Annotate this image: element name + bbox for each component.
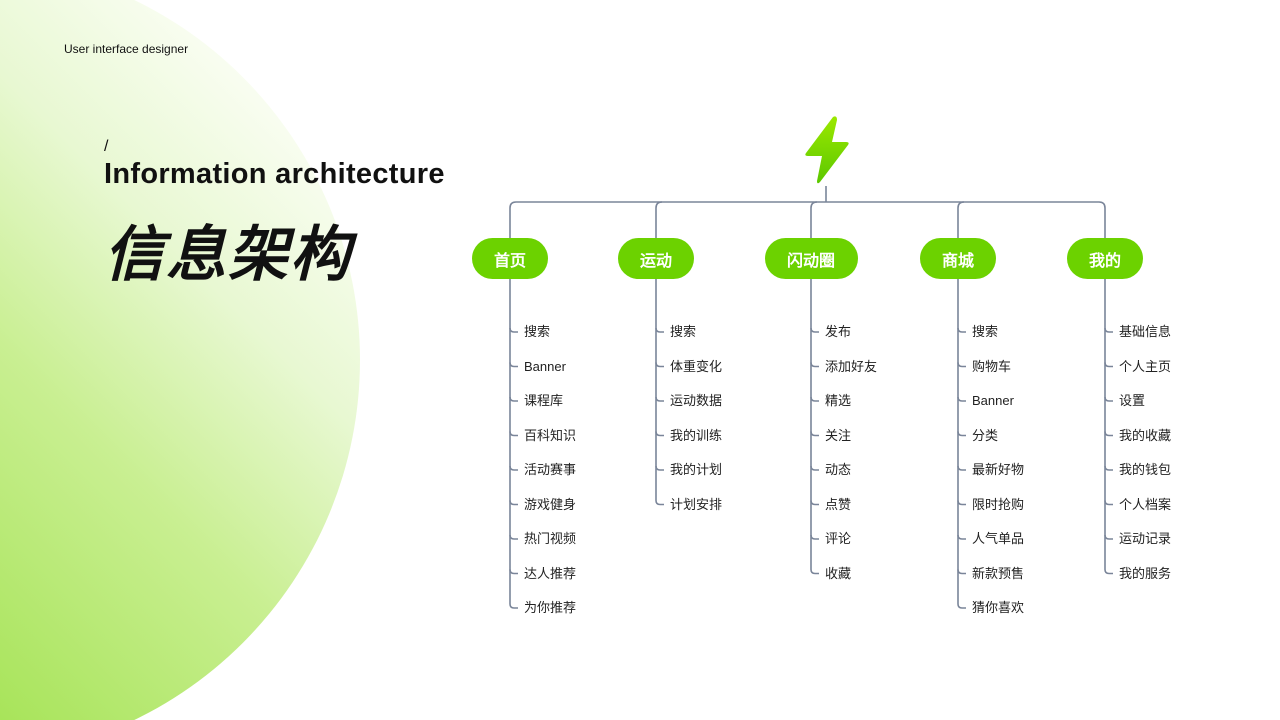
- list-item: 个人主页: [1119, 358, 1172, 374]
- item-tick: [957, 534, 966, 540]
- list-item: 发布: [825, 324, 852, 339]
- list-item: 购物车: [972, 358, 1012, 374]
- list-item: 新款预售: [972, 565, 1025, 581]
- column-stem: [509, 279, 518, 609]
- list-item: 收藏: [825, 565, 852, 581]
- list-item: 为你推荐: [524, 600, 577, 615]
- list-item: 分类: [972, 427, 999, 443]
- list-item: 设置: [1119, 393, 1146, 408]
- column-stem: [655, 279, 664, 506]
- list-item: 点赞: [825, 496, 852, 512]
- list-item: 活动赛事: [524, 462, 577, 477]
- item-tick: [957, 465, 966, 471]
- item-tick: [509, 500, 518, 506]
- category-node[interactable]: 我的: [1067, 238, 1143, 279]
- title-slash: /: [104, 138, 109, 155]
- list-item: 猜你喜欢: [972, 600, 1025, 615]
- item-tick: [957, 362, 966, 368]
- item-tick: [810, 362, 819, 368]
- list-item: 关注: [825, 427, 852, 443]
- item-tick: [1104, 362, 1113, 368]
- category-node[interactable]: 闪动圈: [764, 238, 858, 279]
- designer-subtitle: User interface designer: [64, 42, 189, 56]
- list-item: 我的计划: [670, 462, 723, 477]
- list-item: 运动记录: [1119, 531, 1172, 546]
- list-item: 我的收藏: [1119, 427, 1172, 443]
- list-item: Banner: [972, 393, 1014, 408]
- branch-drop: [655, 201, 663, 240]
- item-tick: [957, 569, 966, 575]
- item-tick: [655, 362, 664, 368]
- list-item: 达人推荐: [524, 565, 577, 581]
- column-stem: [957, 279, 966, 609]
- list-item: 计划安排: [670, 496, 723, 512]
- item-tick: [509, 396, 518, 402]
- list-item: 动态: [825, 462, 852, 477]
- item-tick: [1104, 500, 1113, 506]
- item-tick: [1104, 396, 1113, 402]
- category-node[interactable]: 商城: [920, 238, 996, 279]
- list-item: 评论: [825, 531, 852, 546]
- item-tick: [1104, 465, 1113, 471]
- branch-drop: [957, 201, 965, 240]
- list-item: 最新好物: [972, 462, 1025, 477]
- item-tick: [655, 465, 664, 471]
- list-item: 运动数据: [670, 393, 723, 408]
- branch-bar: [509, 201, 1106, 240]
- page-title-cn: 信息架构: [104, 221, 352, 288]
- list-item: 限时抢购: [972, 496, 1025, 512]
- item-tick: [810, 431, 819, 437]
- item-tick: [1104, 431, 1113, 437]
- list-item: 个人档案: [1119, 496, 1172, 512]
- list-item: 搜索: [670, 324, 697, 339]
- item-tick: [810, 327, 819, 333]
- list-item: 热门视频: [524, 531, 577, 546]
- item-tick: [810, 465, 819, 471]
- item-tick: [957, 327, 966, 333]
- item-tick: [509, 431, 518, 437]
- item-tick: [509, 569, 518, 575]
- item-tick: [957, 431, 966, 437]
- item-tick: [1104, 327, 1113, 333]
- list-item: 课程库: [524, 393, 564, 408]
- item-tick: [655, 396, 664, 402]
- page-title-en: Information architecture: [104, 158, 445, 190]
- list-item: Banner: [524, 358, 566, 374]
- item-tick: [957, 500, 966, 506]
- lightning-bolt-icon: [802, 115, 852, 192]
- list-item: 百科知识: [524, 427, 577, 443]
- item-tick: [1104, 534, 1113, 540]
- item-tick: [655, 327, 664, 333]
- item-tick: [509, 362, 518, 368]
- item-tick: [509, 534, 518, 540]
- branch-drop: [810, 201, 818, 240]
- list-item: 精选: [825, 393, 852, 408]
- item-tick: [957, 396, 966, 402]
- list-item: 游戏健身: [524, 496, 577, 512]
- list-item: 添加好友: [825, 358, 878, 374]
- list-item: 我的服务: [1119, 565, 1172, 581]
- item-tick: [810, 534, 819, 540]
- item-tick: [509, 327, 518, 333]
- list-item: 搜索: [524, 324, 551, 339]
- category-node[interactable]: 运动: [618, 238, 694, 279]
- list-item: 体重变化: [670, 358, 723, 374]
- list-item: 基础信息: [1119, 324, 1172, 339]
- list-item: 人气单品: [972, 531, 1025, 546]
- list-item: 我的钱包: [1119, 462, 1172, 477]
- column-stem: [1104, 279, 1113, 575]
- item-tick: [655, 431, 664, 437]
- list-item: 搜索: [972, 324, 999, 339]
- column-stem: [810, 279, 819, 575]
- item-tick: [810, 396, 819, 402]
- list-item: 我的训练: [670, 427, 723, 443]
- category-node[interactable]: 首页: [472, 238, 548, 279]
- item-tick: [810, 500, 819, 506]
- item-tick: [509, 465, 518, 471]
